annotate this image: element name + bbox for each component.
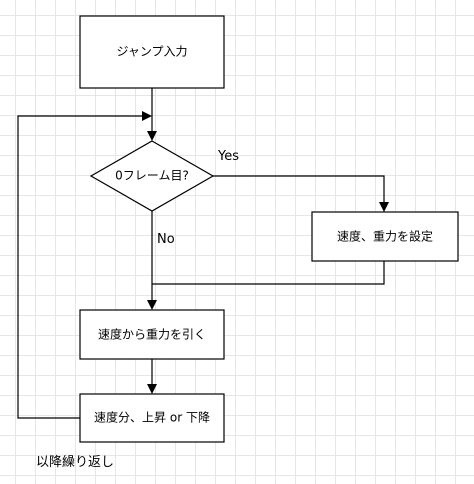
loop-annotation: 以降繰り返し [36,455,114,470]
edges [17,88,389,419]
edge-label-no: No [157,232,175,247]
edge-label-yes: Yes [217,149,239,164]
edge-yes-to-set-speed [213,175,385,203]
node-subtract-gravity: 速度から重力を引く [79,309,225,360]
node-set-speed-gravity: 速度、重力を設定 [311,211,459,262]
node-jump-input-label: ジャンプ入力 [116,45,187,59]
edge-loop-back [17,115,143,419]
node-first-frame-decision-label: 0フレーム目? [115,169,189,183]
arrowhead-subtract-top [147,300,157,310]
node-move-by-speed: 速度分、上昇 or 下降 [79,393,225,443]
node-jump-input: ジャンプ入力 [79,15,225,89]
arrowhead-loop [142,111,152,121]
arrowhead-decision-top [147,131,157,141]
node-move-by-speed-label: 速度分、上昇 or 下降 [94,410,210,425]
node-first-frame-decision: 0フレーム目? [89,140,215,212]
arrowhead-move-top [147,384,157,394]
arrowhead-set-speed-top [379,202,389,212]
node-set-speed-gravity-label: 速度、重力を設定 [337,229,433,244]
edge-set-speed-to-merge [152,261,385,285]
node-subtract-gravity-label: 速度から重力を引く [98,327,206,342]
